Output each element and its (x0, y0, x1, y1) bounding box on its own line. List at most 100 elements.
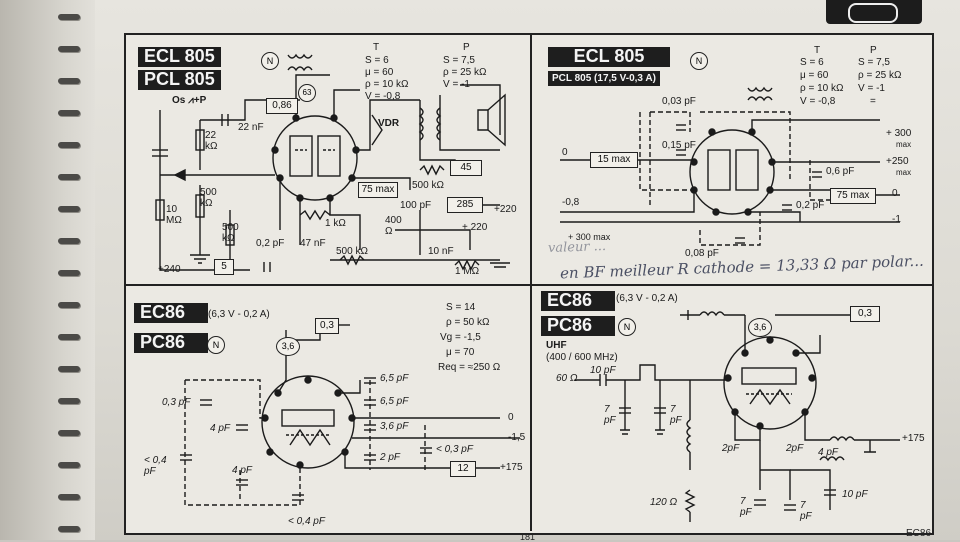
res-60: 60 Ω (556, 373, 578, 384)
box-63: 63 (298, 84, 316, 102)
divider-vertical (530, 33, 532, 531)
cap-10pf: 10 pF (590, 365, 616, 376)
tube-envelope-ec86-a (261, 375, 355, 469)
cap-2pf: 2 pF (380, 452, 401, 463)
params-col-t-b: T (814, 45, 821, 56)
cap-22nf: 22 nF (238, 122, 264, 133)
supply-250-max: max (896, 168, 912, 177)
param-rho-t-b: ρ = 10 kΩ (800, 83, 844, 94)
tube-label-ec86-b: EC86 (541, 290, 615, 311)
cap-04pf-left: < 0,4 pF (144, 455, 167, 477)
param-vg-c: Vg = -1,5 (440, 332, 481, 343)
tube-envelope-ec86-b (723, 336, 817, 430)
cap-7pf-b: 7 pF (670, 404, 682, 426)
param-s-t-b: S = 6 (800, 57, 824, 68)
cap-7pf-c: 7 pF (740, 496, 752, 518)
freq-range: (400 / 600 MHz) (546, 352, 618, 363)
param-s-t: S = 6 (365, 55, 389, 66)
cap-65pf-b: 6,5 pF (380, 396, 409, 407)
tube-spec: (6,3 V - 0,2 A) (208, 309, 270, 320)
base-pin-badge-b: N (690, 52, 708, 70)
node-m15: -1,5 (508, 432, 526, 443)
res-1m: 1 MΩ (455, 266, 480, 277)
cap-2pf-a: 2pF (722, 443, 740, 454)
node-m08: -0,8 (562, 197, 580, 208)
node-0-c: 0 (508, 412, 514, 423)
cap-02pf: 0,2 pF (256, 238, 285, 249)
node-0-in: 0 (562, 147, 568, 158)
spiral-binding (0, 0, 95, 540)
supply-175-c: +175 (500, 462, 523, 473)
param-rho-p: ρ = 25 kΩ (443, 67, 487, 78)
tube-label-ecl805-b: ECL 805 (548, 46, 670, 67)
res-1k: 1 kΩ (325, 218, 346, 229)
page-code: EC86 (906, 528, 932, 539)
box-15max: 15 max (590, 152, 638, 168)
params-col-t: T (373, 42, 380, 53)
handwritten-note-1: valeur ... (547, 238, 607, 257)
tube-envelope-ecl805-b (689, 129, 775, 215)
res-500k-d: 500 kΩ (412, 180, 444, 191)
tube-envelope-ecl805-a (272, 115, 358, 201)
param-mu-t: μ = 60 (365, 67, 394, 78)
supply-250: +250 (886, 156, 909, 167)
cap-008pf: 0,08 pF (685, 248, 719, 259)
cap-2pf-b: 2pF (786, 443, 804, 454)
res-500k-c: 500 kΩ (336, 246, 368, 257)
cap-10nf: 10 nF (428, 246, 454, 257)
vdr-label: VDR (378, 118, 400, 129)
supply-300-max: max (896, 140, 912, 149)
base-pin-badge-d: N (618, 318, 636, 336)
cap-03pf-right: < 0,3 pF (436, 444, 473, 455)
cap-4pf-b: 4 pF (232, 465, 253, 476)
param-s-p-b: S = 7,5 (858, 57, 890, 68)
cap-003pf: 0,03 pF (662, 96, 696, 107)
param-v-t-b: V = -0,8 (800, 96, 836, 107)
box-36-d: 3,6 (748, 318, 772, 337)
box-03-c: 0,3 (315, 318, 339, 334)
tube-spec-b: (6,3 V - 0,2 A) (616, 293, 678, 304)
page-number: 181 (520, 532, 536, 542)
param-s-p: S = 7,5 (443, 55, 475, 66)
cap-7pf-d: 7 pF (800, 500, 812, 522)
base-pin-badge-c: N (207, 336, 225, 354)
res-22k: 22 kΩ (205, 130, 218, 152)
supply-300-b: + 300 max (568, 232, 611, 242)
tube-label-ec86: EC86 (134, 302, 208, 323)
box-12: 12 (450, 461, 476, 477)
param-v-p: V = -1 (443, 79, 470, 90)
cap-100pf: 100 pF (400, 200, 432, 211)
res-10m: 10 MΩ (166, 204, 182, 226)
tube-label-pc86-b: PC86 (541, 315, 615, 336)
tube-label-ecl805: ECL 805 (138, 46, 221, 67)
param-v-p-b: V = -1 (858, 83, 885, 94)
param-rho-t: ρ = 10 kΩ (365, 79, 409, 90)
cap-04pf-bottom: < 0,4 pF (288, 516, 325, 527)
cap-4pf-d: 4 pF (818, 447, 839, 458)
res-500k: 500 kΩ (200, 187, 217, 209)
box-285: 285 (447, 197, 483, 213)
node-0-out: 0 (892, 188, 898, 199)
box-36-c: 3,6 (276, 337, 300, 356)
base-pin-badge: N (261, 52, 279, 70)
res-400: 400 Ω (385, 215, 402, 237)
cap-02pf-b: 0,2 pF (796, 200, 825, 211)
cap-7pf-a: 7 pF (604, 404, 616, 426)
uhf-label: UHF (546, 340, 567, 351)
params-col-p: P (463, 42, 470, 53)
param-v-t: V = -0,8 (365, 91, 401, 102)
cap-65pf-a: 6,5 pF (380, 373, 409, 384)
cap-4pf-a: 4 pF (210, 423, 231, 434)
param-rho-p-b: ρ = 25 kΩ (858, 70, 902, 81)
params-col-p-b: P (870, 45, 877, 56)
supply-240: +240 (158, 264, 181, 275)
box-5: 5 (214, 259, 234, 275)
oscillator-label: Os ⩘+P (172, 95, 207, 106)
tube-label-pcl805-b: PCL 805 (17,5 V-0,3 A) (548, 71, 660, 86)
cap-015pf: 0,15 pF (662, 140, 696, 151)
cap-36pf: 3,6 pF (380, 421, 409, 432)
box-086: 0,86 (266, 98, 298, 114)
node-m1: -1 (892, 214, 901, 225)
supply-220-a: +220 (494, 204, 517, 215)
